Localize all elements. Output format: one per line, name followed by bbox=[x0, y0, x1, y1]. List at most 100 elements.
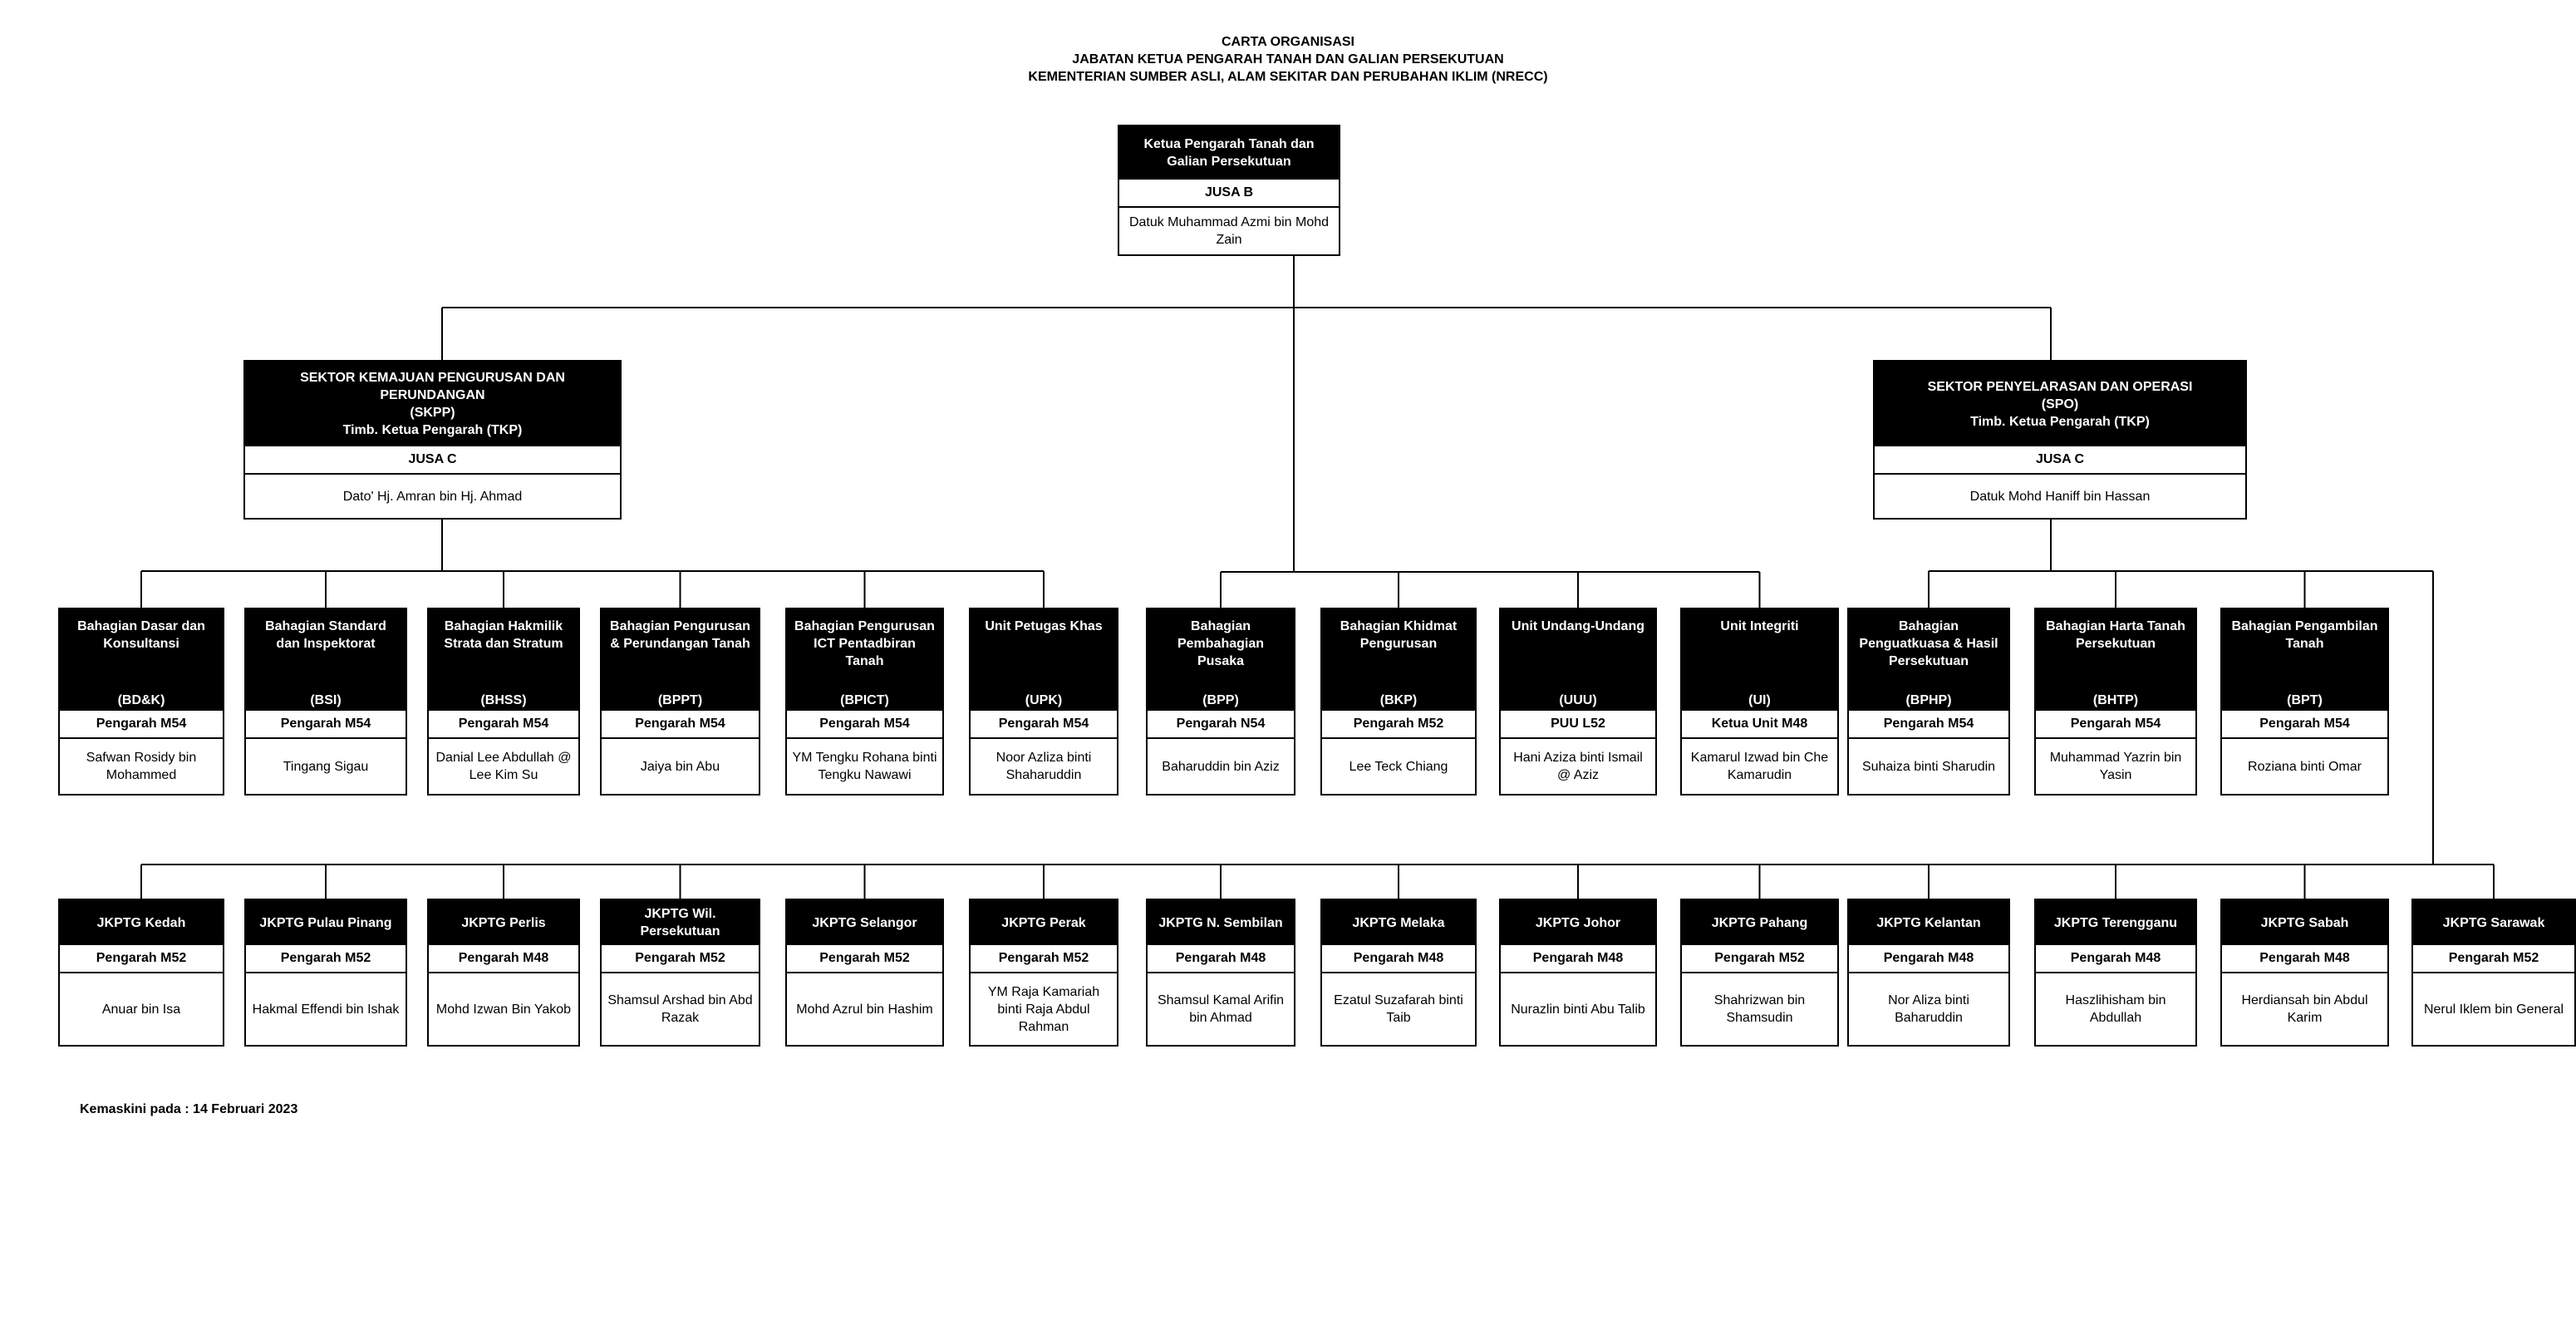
node-header: Bahagian Hakmilik Strata dan Stratum(BHS… bbox=[429, 609, 578, 711]
node-code: (BPT) bbox=[2287, 693, 2323, 707]
node-code: (SKPP) bbox=[410, 406, 455, 420]
node-header: JKPTG Kedah bbox=[60, 900, 223, 945]
division-node: Bahagian Khidmat Pengurusan(BKP)Pengarah… bbox=[1320, 608, 1477, 796]
node-person-name: Shahrizwan bin Shamsudin bbox=[1713, 993, 1806, 1025]
node-grade: Pengarah M54 bbox=[602, 711, 759, 739]
node-title: SEKTOR PENYELARASAN DAN OPERASI bbox=[1927, 379, 2193, 394]
node-title: JKPTG Wil. Persekutuan bbox=[640, 907, 720, 938]
node-header: JKPTG Wil. Persekutuan bbox=[602, 900, 759, 945]
node-header: Unit Petugas Khas(UPK) bbox=[971, 609, 1117, 711]
node-grade: JUSA B bbox=[1119, 180, 1339, 208]
node-grade: Pengarah M52 bbox=[246, 945, 406, 973]
node-header: Bahagian Dasar dan Konsultansi (BD&K) bbox=[60, 609, 223, 711]
node-title: JKPTG Perak bbox=[1001, 915, 1086, 930]
node-grade: Pengarah M54 bbox=[60, 711, 223, 739]
node-person-name: Baharuddin bin Aziz bbox=[1162, 759, 1280, 774]
node-grade: Pengarah M54 bbox=[429, 711, 578, 739]
node-title: Bahagian Dasar dan Konsultansi bbox=[77, 619, 205, 651]
node-person-name: Nurazlin binti Abu Talib bbox=[1511, 1002, 1645, 1017]
node-grade: Pengarah M48 bbox=[2222, 945, 2387, 973]
node-grade: Pengarah M48 bbox=[2036, 945, 2195, 973]
node-header: JKPTG N. Sembilan bbox=[1148, 900, 1294, 945]
node-title: JKPTG Sabah bbox=[2260, 915, 2349, 930]
node-grade: Pengarah M52 bbox=[1322, 711, 1475, 739]
node-person-name: Danial Lee Abdullah @ Lee Kim Su bbox=[435, 751, 572, 782]
node-header: JKPTG Sabah bbox=[2222, 900, 2387, 945]
node-header: JKPTG Pahang bbox=[1682, 900, 1837, 945]
division-node: Bahagian Hakmilik Strata dan Stratum(BHS… bbox=[427, 608, 580, 796]
node-grade: Pengarah M52 bbox=[971, 945, 1117, 973]
node-grade: Pengarah M48 bbox=[429, 945, 578, 973]
sector-node: SEKTOR KEMAJUAN PENGURUSAN DAN PERUNDANG… bbox=[243, 360, 622, 520]
node-header: JKPTG Pulau Pinang bbox=[246, 900, 406, 945]
chart-header: CARTA ORGANISASI JABATAN KETUA PENGARAH … bbox=[0, 33, 2576, 86]
node-code: (BSI) bbox=[310, 693, 342, 707]
node-code: (SPO) bbox=[2041, 397, 2079, 411]
node-code: (BKP) bbox=[1379, 693, 1418, 707]
node-person-name: Shamsul Arshad bin Abd Razak bbox=[607, 993, 753, 1025]
node-header: Bahagian Penguatkuasa & Hasil Persekutua… bbox=[1849, 609, 2008, 711]
node-title: JKPTG N. Sembilan bbox=[1158, 915, 1283, 930]
node-person-name: Noor Azliza binti Shaharuddin bbox=[995, 751, 1092, 782]
node-person-name: Tingang Sigau bbox=[283, 759, 369, 774]
node-code: (UPK) bbox=[1025, 693, 1063, 707]
node-title: JKPTG Selangor bbox=[812, 915, 917, 930]
node-header: JKPTG Sarawak bbox=[2413, 900, 2574, 945]
division-node: Bahagian Harta Tanah Persekutuan (BHTP) Pe… bbox=[2034, 608, 2197, 796]
node-code: (BPICT) bbox=[840, 693, 889, 707]
node-header: Bahagian Khidmat Pengurusan(BKP) bbox=[1322, 609, 1475, 711]
node-grade: Ketua Unit M48 bbox=[1682, 711, 1837, 739]
node-person-name: Lee Teck Chiang bbox=[1349, 759, 1448, 774]
node-title: Bahagian Harta Tanah Persekutuan bbox=[2046, 619, 2185, 651]
node-header: JKPTG Terengganu bbox=[2036, 900, 2195, 945]
node-title: JKPTG Sarawak bbox=[2442, 915, 2545, 930]
director-general-node: Ketua Pengarah Tanah dan Galian Persekut… bbox=[1118, 125, 1340, 256]
node-title: Bahagian Pengurusan & Perundangan Tanah bbox=[610, 619, 750, 651]
node-code: (BPHP) bbox=[1905, 693, 1952, 707]
division-node: Bahagian Dasar dan Konsultansi (BD&K) Peng… bbox=[58, 608, 224, 796]
node-code: (UUU) bbox=[1559, 693, 1597, 707]
node-title: Unit Integriti bbox=[1720, 619, 1799, 633]
node-person-name: Shamsul Kamal Arifin bin Ahmad bbox=[1157, 993, 1285, 1025]
node-header: Bahagian Harta Tanah Persekutuan (BHTP) bbox=[2036, 609, 2195, 711]
node-code: (BD&K) bbox=[117, 693, 165, 707]
node-title: Ketua Pengarah Tanah dan Galian Persekut… bbox=[1143, 137, 1315, 169]
node-grade: Pengarah M54 bbox=[246, 711, 406, 739]
node-grade: Pengarah M54 bbox=[2036, 711, 2195, 739]
node-title: Bahagian Standard dan Inspektorat bbox=[265, 619, 386, 651]
node-grade: Pengarah M54 bbox=[2222, 711, 2387, 739]
node-title: JKPTG Perlis bbox=[461, 915, 546, 930]
node-role: Timb. Ketua Pengarah (TKP) bbox=[1970, 414, 2150, 429]
node-header: JKPTG Johor bbox=[1501, 900, 1655, 945]
node-code: (BHTP) bbox=[2092, 693, 2139, 707]
node-header: JKPTG Selangor bbox=[787, 900, 942, 945]
node-person-name: Haszlihisham bin Abdullah bbox=[2065, 993, 2166, 1025]
node-title: SEKTOR KEMAJUAN PENGURUSAN DAN PERUNDANG… bbox=[300, 371, 565, 402]
division-node: Bahagian Pembahagian Pusaka(BPP)Pengarah… bbox=[1146, 608, 1295, 796]
node-title: JKPTG Terengganu bbox=[2053, 915, 2178, 930]
node-person-name: Dato' Hj. Amran bin Hj. Ahmad bbox=[342, 489, 523, 504]
division-node: Bahagian Pengurusan ICT Pentadbiran Tana… bbox=[785, 608, 944, 796]
node-title: Bahagian Pembahagian Pusaka bbox=[1177, 619, 1265, 668]
node-person-name: Hakmal Effendi bin Ishak bbox=[252, 1002, 400, 1017]
node-grade: Pengarah N54 bbox=[1148, 711, 1294, 739]
node-header: Bahagian Pengurusan ICT Pentadbiran Tana… bbox=[787, 609, 942, 711]
node-grade: Pengarah M48 bbox=[1501, 945, 1655, 973]
node-code: (BPPT) bbox=[657, 693, 703, 707]
sector-node: SEKTOR PENYELARASAN DAN OPERASI (SPO) Timb… bbox=[1873, 360, 2247, 520]
node-person-name: Hani Aziza binti Ismail @ Aziz bbox=[1513, 751, 1643, 782]
node-person-name: Suhaiza binti Sharudin bbox=[1861, 759, 1996, 774]
node-header: Bahagian Standard dan Inspektorat (BSI) bbox=[246, 609, 406, 711]
node-person-name: Ezatul Suzafarah binti Taib bbox=[1334, 993, 1463, 1025]
node-person-name: Jaiya bin Abu bbox=[640, 759, 720, 774]
